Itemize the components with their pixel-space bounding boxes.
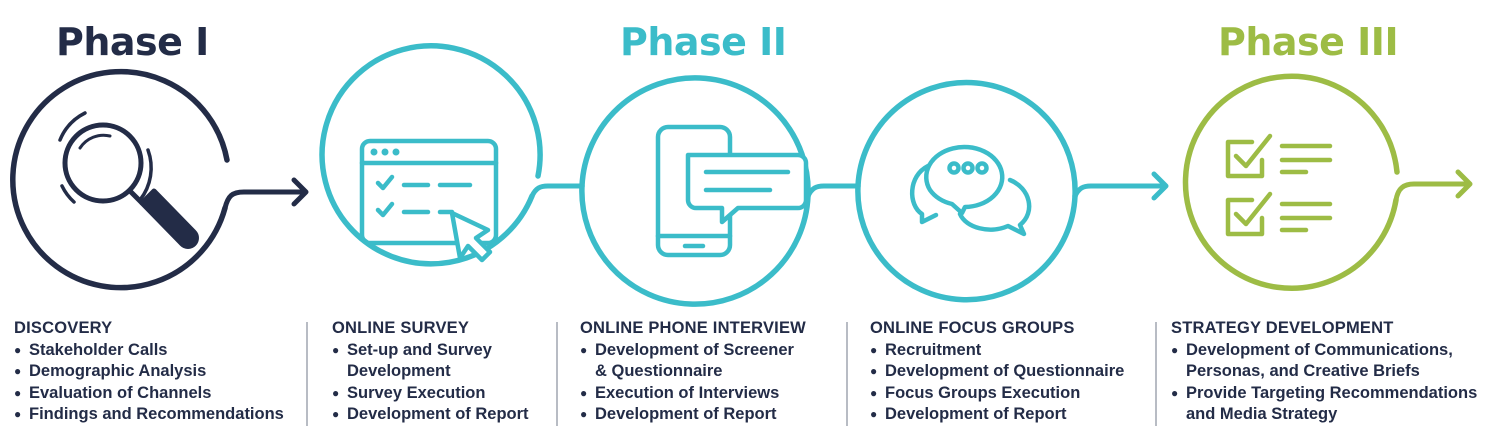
phase-2-circle-focus (855, 79, 1078, 303)
column-heading: STRATEGY DEVELOPMENT (1171, 319, 1394, 337)
column-heading: DISCOVERY (14, 319, 113, 337)
column-heading: ONLINE SURVEY (332, 319, 470, 337)
phase-2-title: Phase II (620, 20, 787, 64)
connector-5-arrowhead (1455, 169, 1473, 199)
list-item: Development of Report (580, 404, 830, 426)
column-list: Recruitment Development of Questionnaire… (870, 340, 1140, 426)
phase-3-title: Phase III (1218, 20, 1399, 64)
column-online-survey: ONLINE SURVEY Set-up and Survey Developm… (332, 318, 532, 426)
divider-4 (1155, 322, 1157, 426)
connector-4-arrow (1072, 183, 1167, 199)
connector-2 (529, 183, 585, 199)
list-item: Evaluation of Channels (14, 383, 300, 405)
divider-3 (846, 322, 848, 426)
list-item: Development of Report (870, 404, 1140, 426)
survey-browser-icon (359, 138, 499, 263)
connector-1-arrow (222, 189, 307, 211)
list-item: Development of Communications, Personas,… (1171, 340, 1466, 383)
phase-1-title: Phase I (56, 20, 209, 64)
list-item: Recruitment (870, 340, 1140, 362)
connector-3 (805, 183, 861, 199)
phase-2-circle-survey (319, 43, 543, 267)
phase-3-circle (1182, 73, 1400, 291)
column-list: Development of Communications, Personas,… (1171, 340, 1491, 426)
list-item: Set-up and Survey Development (332, 340, 507, 383)
list-item: Execution of Interviews (580, 383, 830, 405)
divider-2 (556, 322, 558, 426)
column-discovery: DISCOVERY Stakeholder Calls Demographic … (14, 318, 300, 426)
connector-4-arrowhead (1151, 171, 1169, 201)
phone-chat-icon (655, 124, 809, 258)
column-online-focus-groups: ONLINE FOCUS GROUPS Recruitment Developm… (870, 318, 1140, 426)
list-item: Stakeholder Calls (14, 340, 300, 362)
column-strategy-development: STRATEGY DEVELOPMENT Development of Comm… (1171, 318, 1491, 426)
list-item: Development of Report (332, 404, 532, 426)
connector-1-arrowhead (291, 177, 309, 207)
checklist-icon (1225, 133, 1333, 237)
list-item: Development of Questionnaire (870, 361, 1140, 383)
divider-1 (306, 322, 308, 426)
list-item: Findings and Recommendations (14, 404, 300, 426)
list-item: Demographic Analysis (14, 361, 300, 383)
phase-1-circle (10, 68, 230, 291)
connector-5-arrow (1393, 181, 1471, 203)
magnifier-icon (58, 111, 199, 249)
chat-bubbles-icon (909, 144, 1032, 237)
column-list: Set-up and Survey Development Survey Exe… (332, 340, 532, 426)
column-heading: ONLINE PHONE INTERVIEW (580, 319, 806, 337)
column-online-phone-interview: ONLINE PHONE INTERVIEW Development of Sc… (580, 318, 830, 426)
column-heading: ONLINE FOCUS GROUPS (870, 319, 1075, 337)
list-item: Survey Execution (332, 383, 532, 405)
list-item: Focus Groups Execution (870, 383, 1140, 405)
column-list: Development of Screener & Questionnaire … (580, 340, 830, 426)
list-item: Development of Screener & Questionnaire (580, 340, 805, 383)
phase-2-circle-phone (579, 75, 811, 307)
column-list: Stakeholder Calls Demographic Analysis E… (14, 340, 300, 426)
list-item: Provide Targeting Recommendations and Me… (1171, 383, 1491, 426)
